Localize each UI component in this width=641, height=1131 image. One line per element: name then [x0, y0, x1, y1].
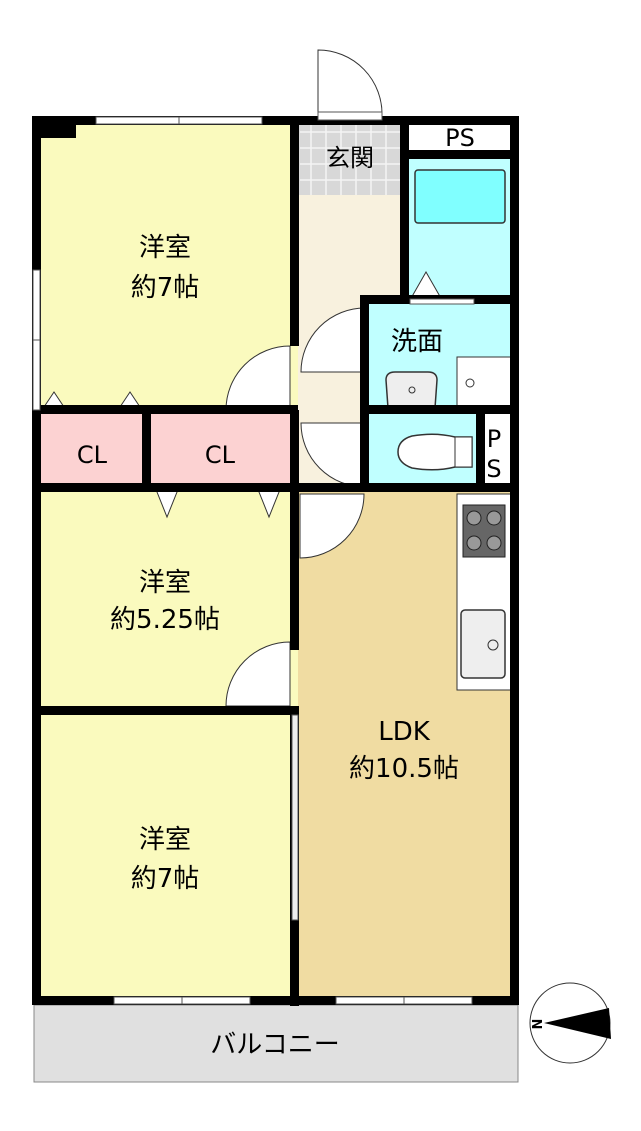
- room3-size: 約7帖: [131, 864, 200, 894]
- drain-icon: [465, 378, 475, 388]
- closet-2: [147, 410, 298, 487]
- entrance-label: 玄関: [326, 144, 374, 172]
- washer-space: [456, 356, 513, 411]
- door-washroom-hall: [300, 307, 366, 373]
- room2-name: 洋室: [139, 568, 191, 598]
- closet-1: [32, 410, 147, 487]
- entrance-door: [317, 49, 383, 117]
- bathtub: [414, 169, 506, 224]
- toilet-icon: [397, 433, 473, 471]
- balcony-label: バルコニー: [210, 1030, 339, 1060]
- sink-icon: [385, 371, 438, 409]
- room3-name: 洋室: [139, 825, 191, 855]
- washroom-label: 洗面: [391, 327, 443, 357]
- ps-toilet-label-s: S: [486, 455, 501, 483]
- balcony: [33, 1004, 519, 1083]
- kitchen-sink-icon: [460, 609, 506, 679]
- ps-toilet-label-p: P: [487, 425, 501, 453]
- ps-top-label: PS: [445, 124, 475, 152]
- compass-north-label: N: [531, 1019, 546, 1030]
- room1-size: 約7帖: [131, 273, 200, 303]
- western-room-3: [32, 710, 298, 1005]
- room1-name: 洋室: [139, 233, 191, 263]
- ldk-size: 約10.5帖: [349, 754, 459, 784]
- closet1-label: CL: [77, 441, 108, 469]
- door-ldk: [299, 493, 365, 559]
- door-room2: [225, 641, 291, 707]
- room2-size: 約5.25帖: [110, 605, 220, 635]
- compass: N: [529, 982, 611, 1064]
- closet2-label: CL: [205, 441, 236, 469]
- north-arrow-icon: [544, 1008, 611, 1039]
- entrance: [298, 116, 405, 195]
- ldk-name: LDK: [378, 717, 431, 747]
